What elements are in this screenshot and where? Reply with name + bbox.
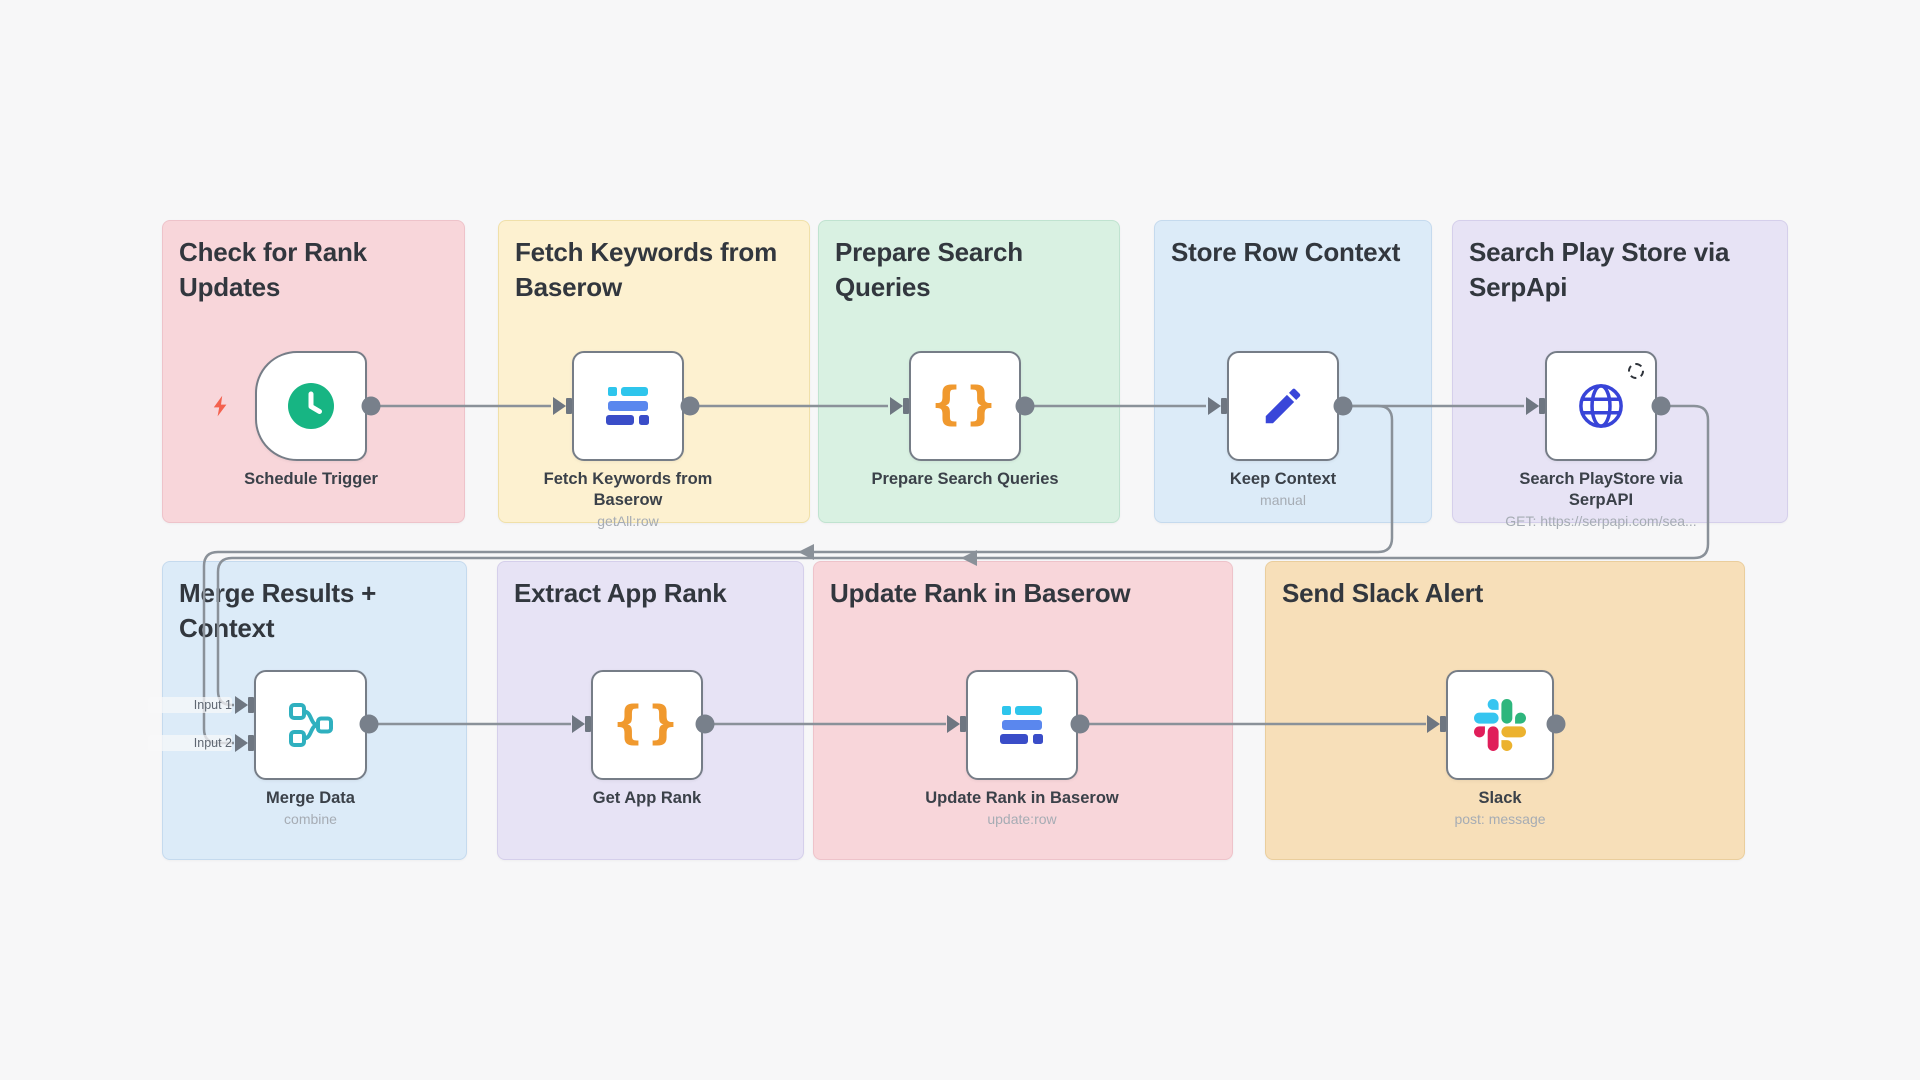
node-operation: GET: https://serpapi.com/sea... xyxy=(1505,513,1697,530)
baserow-icon xyxy=(1000,706,1043,744)
group-title: Search Play Store via SerpApi xyxy=(1469,237,1730,303)
group-title: Send Slack Alert xyxy=(1282,578,1484,608)
node-fetch-keywords-from-baserow[interactable]: Fetch Keywords from Baserow getAll:row xyxy=(544,351,712,529)
code-braces-icon: {} xyxy=(611,695,683,749)
node-schedule-trigger[interactable]: Schedule Trigger xyxy=(213,351,378,488)
group-title: Merge Results + Context xyxy=(179,578,377,644)
group-title: Update Rank in Baserow xyxy=(830,578,1131,608)
group-title: Fetch Keywords from Baserow xyxy=(515,237,778,303)
dashed-circle-icon xyxy=(1628,363,1644,379)
node-label: Slack xyxy=(1478,789,1522,807)
merge-icon xyxy=(288,703,333,747)
node-operation: combine xyxy=(284,811,337,828)
baserow-icon xyxy=(606,387,649,425)
merge-input-1-label: Input 1 xyxy=(148,697,232,713)
node-label: Prepare Search Queries xyxy=(871,470,1059,488)
group-title: Extract App Rank xyxy=(514,578,727,608)
clock-icon xyxy=(288,383,334,429)
globe-icon xyxy=(1579,384,1623,428)
node-keep-context[interactable]: Keep Context manual xyxy=(1227,351,1339,508)
node-label: Merge Data xyxy=(266,789,355,807)
node-slack[interactable]: Slack post: message xyxy=(1446,670,1554,827)
node-merge-data[interactable]: Merge Data combine xyxy=(254,670,367,827)
code-braces-icon: {} xyxy=(929,376,1001,430)
pencil-icon xyxy=(1265,388,1301,424)
node-get-app-rank[interactable]: {} Get App Rank xyxy=(591,670,703,807)
group-title: Prepare Search Queries xyxy=(835,237,1023,303)
wire-arrow-left-icon xyxy=(798,544,814,560)
group-title: Check for Rank Updates xyxy=(179,237,367,303)
slack-icon xyxy=(1474,699,1526,751)
lightning-bolt-icon xyxy=(213,395,227,417)
node-label: Update Rank in Baserow xyxy=(925,789,1119,807)
group-title: Store Row Context xyxy=(1171,237,1401,267)
node-label: Fetch Keywords from Baserow xyxy=(543,470,713,510)
node-operation: getAll:row xyxy=(597,513,659,530)
node-label: Search PlayStore via SerpAPI xyxy=(1519,470,1683,510)
node-prepare-search-queries[interactable]: {} Prepare Search Queries xyxy=(871,351,1059,488)
node-search-playstore-serpapi[interactable]: Search PlayStore via SerpAPI GET: https:… xyxy=(1505,351,1697,529)
node-label: Get App Rank xyxy=(592,789,702,807)
merge-input-2-label: Input 2 xyxy=(148,735,232,751)
node-update-rank-in-baserow[interactable]: Update Rank in Baserow update:row xyxy=(925,670,1119,827)
node-operation: post: message xyxy=(1454,811,1546,828)
node-label: Schedule Trigger xyxy=(244,470,378,488)
node-operation: manual xyxy=(1260,492,1306,509)
node-operation: update:row xyxy=(987,811,1057,828)
node-label: Keep Context xyxy=(1229,470,1337,488)
